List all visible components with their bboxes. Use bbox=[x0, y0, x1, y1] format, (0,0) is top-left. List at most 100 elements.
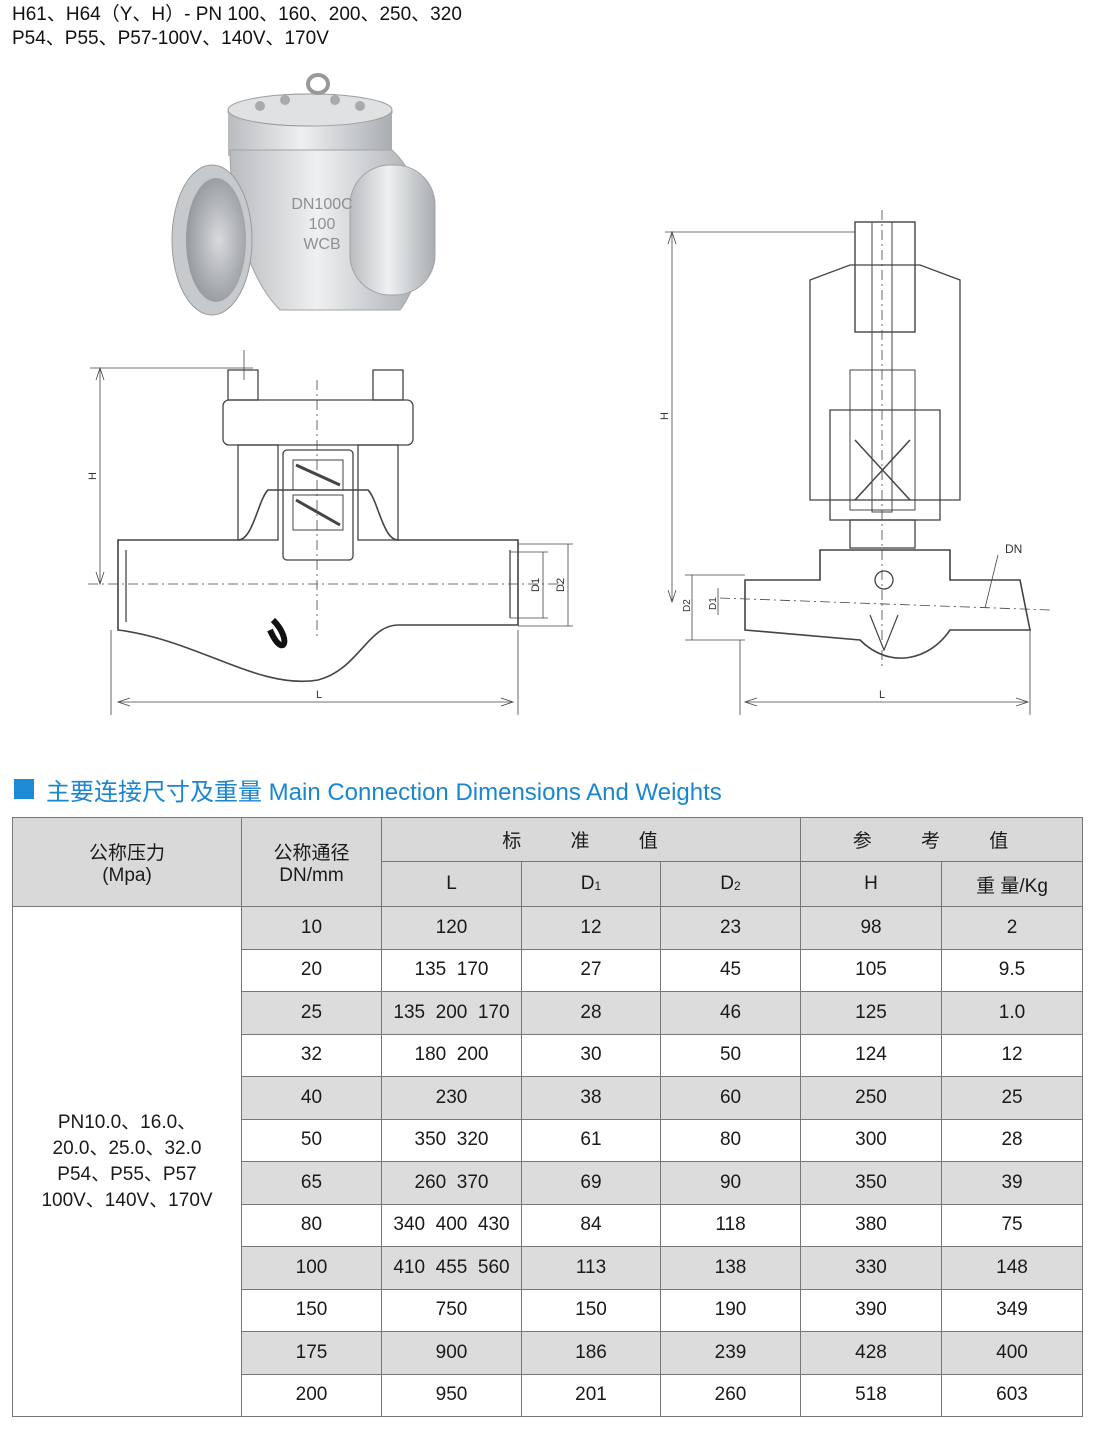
header-dn: 公称通径 DN/mm bbox=[241, 817, 382, 907]
cell-w: 148 bbox=[941, 1246, 1084, 1290]
cell-d2: 239 bbox=[659, 1331, 802, 1375]
cell-l: 120 bbox=[381, 906, 522, 950]
cell-h: 518 bbox=[800, 1373, 943, 1417]
cell-d2: 138 bbox=[659, 1246, 802, 1290]
cell-h: 300 bbox=[800, 1118, 943, 1162]
cell-d2: 46 bbox=[659, 991, 802, 1035]
header-d1: D1 bbox=[521, 861, 661, 907]
cell-d2: 60 bbox=[659, 1076, 802, 1120]
header-pressure-unit: (Mpa) bbox=[102, 864, 152, 886]
cell-d1: 113 bbox=[521, 1246, 661, 1290]
section-title: 主要连接尺寸及重量 Main Connection Dimensions And… bbox=[46, 778, 722, 806]
cell-w: 400 bbox=[941, 1331, 1084, 1375]
left-l-label: L bbox=[316, 689, 322, 701]
header-reference-values: 参 考 值 bbox=[800, 817, 1084, 862]
cell-l: 900 bbox=[381, 1331, 522, 1375]
left-d2-label: D2 bbox=[555, 578, 567, 592]
cell-d1: 61 bbox=[521, 1118, 661, 1162]
valve-photo: DN100C 100 WCB bbox=[171, 73, 436, 316]
cell-d1: 69 bbox=[521, 1161, 661, 1205]
cell-dn: 200 bbox=[241, 1373, 382, 1417]
cell-l: 340 400 430 bbox=[381, 1203, 522, 1247]
cell-h: 105 bbox=[800, 948, 943, 992]
header-dn-label: 公称通径 bbox=[273, 842, 350, 864]
right-d2-label: D2 bbox=[682, 599, 693, 612]
cell-d1: 12 bbox=[521, 906, 661, 950]
right-l-label: L bbox=[879, 689, 885, 701]
header-l: L bbox=[381, 861, 522, 907]
dimensions-table: 公称压力 (Mpa) 公称通径 DN/mm 标 准 值 参 考 值 L D1 D… bbox=[12, 817, 1084, 1417]
header-pressure: 公称压力 (Mpa) bbox=[12, 817, 242, 907]
cell-d2: 80 bbox=[659, 1118, 802, 1162]
cell-l: 180 200 bbox=[381, 1033, 522, 1077]
cell-dn: 50 bbox=[241, 1118, 382, 1162]
header-pressure-label: 公称压力 bbox=[88, 842, 165, 864]
cell-l: 410 455 560 bbox=[381, 1246, 522, 1290]
pressure-line: 20.0、25.0、32.0 bbox=[52, 1137, 202, 1159]
cell-dn: 100 bbox=[241, 1246, 382, 1290]
right-d1-label: D1 bbox=[708, 597, 719, 610]
globe-valve-drawing: DN H D2 D1 L bbox=[659, 210, 1051, 715]
cell-l: 135 200 170 bbox=[381, 991, 522, 1035]
cell-d2: 118 bbox=[659, 1203, 802, 1247]
cell-d1: 27 bbox=[521, 948, 661, 992]
cell-d1: 30 bbox=[521, 1033, 661, 1077]
cell-d1: 28 bbox=[521, 991, 661, 1035]
cell-h: 350 bbox=[800, 1161, 943, 1205]
cell-w: 349 bbox=[941, 1288, 1084, 1332]
cell-dn: 20 bbox=[241, 948, 382, 992]
casting-text-2: 100 bbox=[309, 216, 336, 233]
cell-w: 28 bbox=[941, 1118, 1084, 1162]
cell-d1: 38 bbox=[521, 1076, 661, 1120]
cell-h: 125 bbox=[800, 991, 943, 1035]
cell-dn: 80 bbox=[241, 1203, 382, 1247]
cell-w: 75 bbox=[941, 1203, 1084, 1247]
cell-l: 350 320 bbox=[381, 1118, 522, 1162]
header-standard-values: 标 准 值 bbox=[380, 817, 802, 862]
cell-w: 1.0 bbox=[941, 991, 1084, 1035]
cell-dn: 65 bbox=[241, 1161, 382, 1205]
cell-l: 260 370 bbox=[381, 1161, 522, 1205]
pressure-line: PN10.0、16.0、 bbox=[57, 1111, 197, 1133]
right-h-label: H bbox=[659, 412, 671, 420]
cell-dn: 32 bbox=[241, 1033, 382, 1077]
left-d1-label: D1 bbox=[530, 578, 542, 592]
cell-h: 428 bbox=[800, 1331, 943, 1375]
cell-w: 9.5 bbox=[941, 948, 1084, 992]
cell-w: 2 bbox=[941, 906, 1084, 950]
right-dn-label: DN bbox=[1005, 542, 1022, 556]
cell-h: 124 bbox=[800, 1033, 943, 1077]
cell-w: 12 bbox=[941, 1033, 1084, 1077]
cell-d2: 260 bbox=[659, 1373, 802, 1417]
cell-dn: 25 bbox=[241, 991, 382, 1035]
cell-l: 950 bbox=[381, 1373, 522, 1417]
cell-d2: 45 bbox=[659, 948, 802, 992]
cell-w: 25 bbox=[941, 1076, 1084, 1120]
cell-dn: 10 bbox=[241, 906, 382, 950]
header-h: H bbox=[800, 861, 943, 907]
cell-dn: 175 bbox=[241, 1331, 382, 1375]
cell-d1: 186 bbox=[521, 1331, 661, 1375]
cell-h: 390 bbox=[800, 1288, 943, 1332]
casting-text-1: DN100C bbox=[291, 196, 352, 213]
cell-w: 603 bbox=[941, 1373, 1084, 1417]
header-weight: 重 量/Kg bbox=[941, 861, 1084, 907]
model-line-2: P54、P55、P57-100V、140V、170V bbox=[12, 28, 329, 49]
casting-text-3: WCB bbox=[303, 236, 340, 253]
cell-h: 330 bbox=[800, 1246, 943, 1290]
pressure-line: P54、P55、P57 bbox=[57, 1163, 197, 1185]
cell-d2: 90 bbox=[659, 1161, 802, 1205]
cell-l: 230 bbox=[381, 1076, 522, 1120]
cell-h: 98 bbox=[800, 906, 943, 950]
cell-d1: 84 bbox=[521, 1203, 661, 1247]
section-square-icon bbox=[14, 779, 34, 799]
